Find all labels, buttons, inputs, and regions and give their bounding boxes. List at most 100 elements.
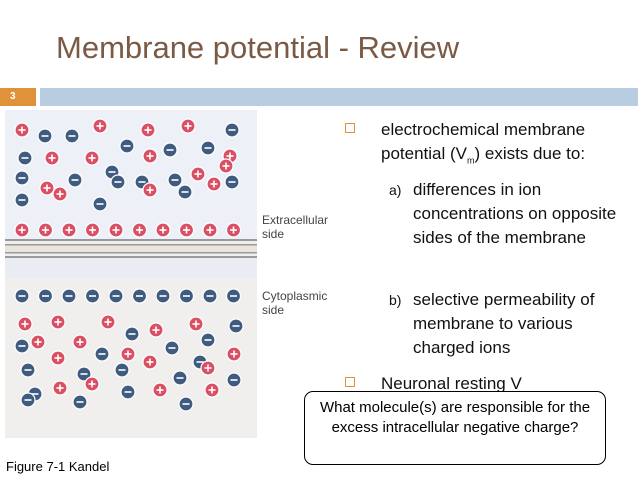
question-callout: What molecule(s) are responsible for the…	[304, 391, 606, 465]
bullet-1-pre: electrochemical membrane potential (V	[381, 120, 586, 163]
cation-icon	[120, 346, 136, 362]
anion-icon	[84, 288, 101, 304]
anion-icon	[14, 170, 30, 186]
cation-icon	[204, 382, 220, 398]
cation-icon	[142, 354, 158, 370]
bullet-2-text: Neuronal resting V	[381, 374, 522, 393]
anion-icon	[178, 288, 195, 304]
cation-icon	[190, 166, 206, 182]
cation-icon	[200, 360, 216, 376]
anion-icon	[67, 172, 83, 188]
anion-icon	[37, 128, 53, 144]
anion-icon	[228, 318, 244, 334]
slide-number-bar: 3	[0, 88, 36, 106]
anion-icon	[14, 192, 30, 208]
anion-icon	[76, 366, 92, 382]
anion-icon	[167, 172, 183, 188]
cation-icon	[52, 380, 68, 396]
subitem-b-text: selective permeability of membrane to va…	[413, 290, 595, 357]
cation-icon	[142, 148, 158, 164]
anion-icon	[94, 346, 110, 362]
bullet-square-icon	[345, 377, 355, 387]
bullet-1-text: electrochemical membrane potential (Vm) …	[381, 118, 631, 172]
anion-icon	[14, 338, 30, 354]
cation-icon	[30, 334, 46, 350]
anion-icon	[178, 396, 194, 412]
cation-icon	[84, 222, 101, 238]
anion-icon	[92, 196, 108, 212]
cation-icon	[218, 158, 234, 174]
cation-icon	[152, 382, 168, 398]
bullet-square-icon	[345, 123, 355, 133]
anion-icon	[155, 288, 171, 304]
anion-icon	[72, 394, 88, 410]
slide-title: Membrane potential - Review	[56, 30, 460, 65]
subitem-a-text: differences in ion concentrations on opp…	[413, 180, 617, 247]
anion-icon	[131, 288, 148, 304]
cation-icon	[50, 314, 66, 330]
bullet-1-post: ) exists due to:	[474, 144, 586, 163]
anion-icon	[64, 128, 80, 144]
cation-icon	[225, 222, 242, 238]
cation-icon	[226, 346, 242, 362]
cation-icon	[84, 376, 100, 392]
anion-icon	[200, 332, 216, 348]
cation-icon	[72, 334, 88, 350]
anion-icon	[224, 174, 240, 190]
subitem-b-label: b)	[389, 292, 402, 308]
cation-icon	[14, 122, 30, 138]
slide-number: 3	[10, 91, 16, 102]
cation-icon	[61, 222, 77, 238]
cation-icon	[108, 222, 124, 238]
anion-icon	[172, 370, 188, 386]
anion-icon	[61, 288, 77, 304]
anion-icon	[120, 384, 136, 400]
anion-icon	[200, 140, 216, 156]
anion-icon	[119, 138, 135, 154]
anion-icon	[226, 372, 242, 388]
anion-icon	[17, 150, 33, 166]
anion-icon	[202, 288, 218, 304]
anion-icon	[114, 362, 130, 378]
anion-icon	[110, 174, 126, 190]
anion-icon	[37, 288, 54, 304]
anion-icon	[164, 340, 180, 356]
cation-icon	[202, 222, 218, 238]
cation-icon	[140, 122, 156, 138]
cation-icon	[206, 176, 222, 192]
bullet-1-sub: m	[467, 155, 475, 166]
anion-icon	[20, 392, 36, 408]
anion-icon	[224, 122, 240, 138]
cation-icon	[50, 350, 66, 366]
anion-icon	[20, 362, 36, 378]
ions-group	[14, 118, 244, 412]
cation-icon	[52, 186, 68, 202]
cation-icon	[131, 222, 148, 238]
subitem-a-label: a)	[389, 182, 402, 198]
cation-icon	[17, 316, 33, 332]
cation-icon	[44, 150, 60, 166]
anion-icon	[162, 142, 178, 158]
cation-icon	[180, 118, 196, 134]
cation-icon	[84, 150, 100, 166]
anion-icon	[108, 288, 124, 304]
header-bar	[40, 88, 638, 106]
anion-icon	[14, 288, 30, 304]
cation-icon	[142, 182, 158, 198]
anion-icon	[225, 288, 242, 304]
cation-icon	[100, 314, 116, 330]
cation-icon	[188, 316, 204, 332]
cation-icon	[37, 222, 54, 238]
cation-icon	[92, 118, 108, 134]
figure-caption: Figure 7-1 Kandel	[6, 459, 110, 474]
cation-icon	[178, 222, 195, 238]
cation-icon	[148, 322, 164, 338]
cation-icon	[155, 222, 171, 238]
cation-icon	[39, 180, 55, 196]
anion-icon	[124, 326, 140, 342]
cation-icon	[14, 222, 30, 238]
anion-icon	[177, 184, 193, 200]
